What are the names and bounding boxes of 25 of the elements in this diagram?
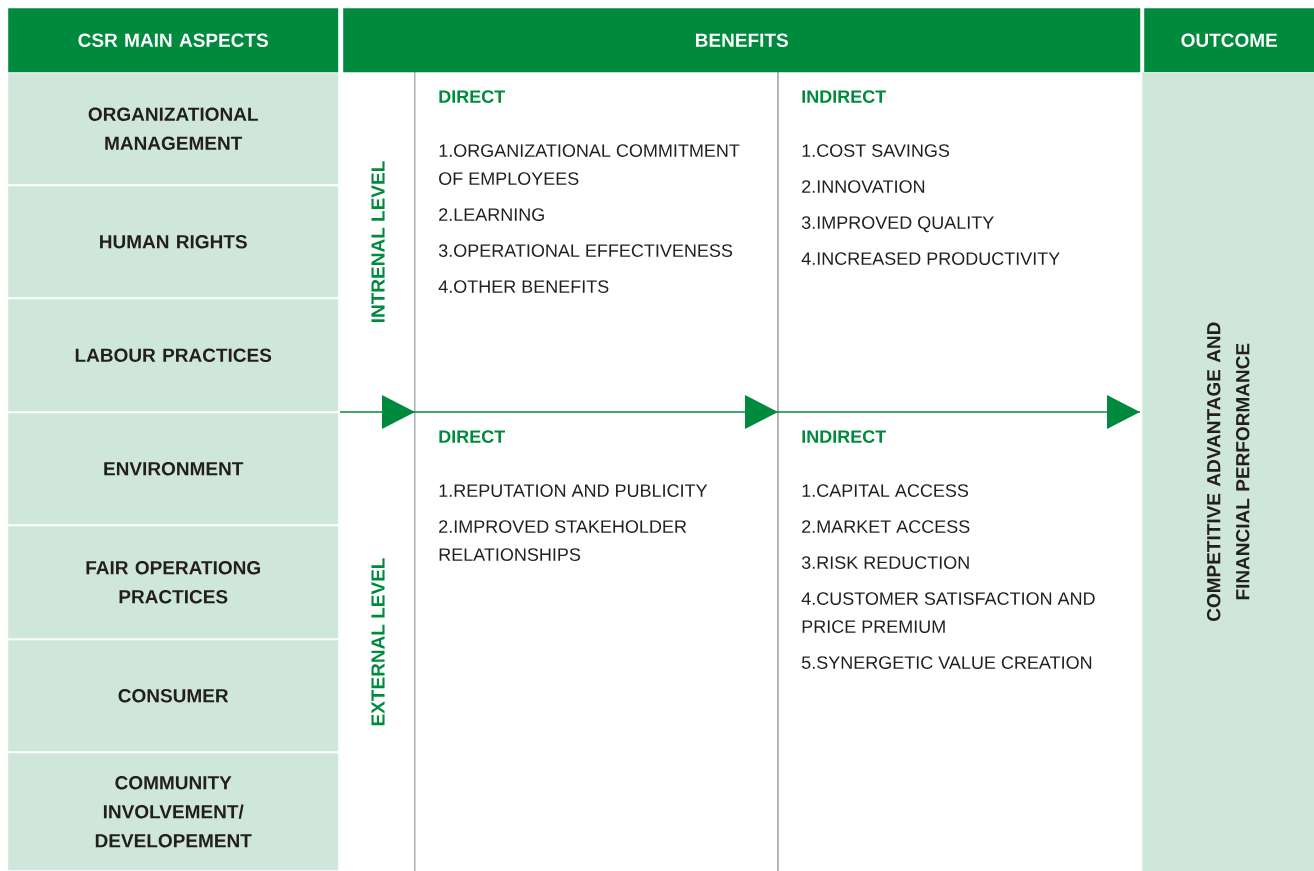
node-label: FAIR OPERATIONG PRACTICES [86,560,260,604]
node-label: CONSUMER [118,688,229,703]
aspect-cell: FAIR OPERATIONG PRACTICES [8,526,339,639]
outcome-text: COMPETITIVE ADVANTAGE AND FINANCIAL PERFORMANCE [1207,322,1250,621]
node-label: HUMAN RIGHTS [100,234,247,249]
benefit-cell: DIRECT 1.ORGANIZATIONAL COMMITMENT OF EMPLOYEES 2.LEARNING 3.OPERATIONAL EFFECTIVENESS 4.OTHER BENEFITS [438,90,740,293]
outcome-cell [1142,72,1314,871]
aspect-cell: COMMUNITY INVOLVEMENT/ DEVELOPEMENT [8,753,339,871]
level-label: EXTERNAL LEVEL [371,558,385,726]
benefit-cell: INDIRECT 1.CAPITAL ACCESS 2.MARKET ACCESS 3.RISK REDUCTION 4.CUSTOMER SATISFACTION AND PRICE PREMIUM 5.SYNERGETIC VALUE CREATION [801,430,1095,669]
aspect-cell: CONSUMER [8,640,339,752]
aspect-cell: ENVIRONMENT [8,413,339,525]
header-cell: BENEFITS [343,8,1141,73]
aspect-cell: ORGANIZATIONAL MANAGEMENT [8,73,339,185]
benefit-cell: DIRECT 1.REPUTATION AND PUBLICITY 2.IMPROVED STAKEHOLDER RELATIONSHIPS [439,430,708,561]
header-cell: OUTCOME [1144,8,1314,73]
aspect-cell: HUMAN RIGHTS [8,186,339,298]
node-label: COMMUNITY INVOLVEMENT/ DEVELOPEMENT [95,775,252,848]
benefit-cell: INDIRECT 1.COST SAVINGS 2.INNOVATION 3.IMPROVED QUALITY 4.INCREASED PRODUCTIVITY [801,90,1060,265]
aspect-cell: LABOUR PRACTICES [8,299,339,412]
node-label: LABOUR PRACTICES [75,348,272,362]
node-label: ORGANIZATIONAL MANAGEMENT [88,107,258,150]
level-label: INTRENAL LEVEL [371,161,385,322]
header-cell: CSR MAIN ASPECTS [8,8,339,73]
node-label: ENVIRONMENT [104,461,244,476]
